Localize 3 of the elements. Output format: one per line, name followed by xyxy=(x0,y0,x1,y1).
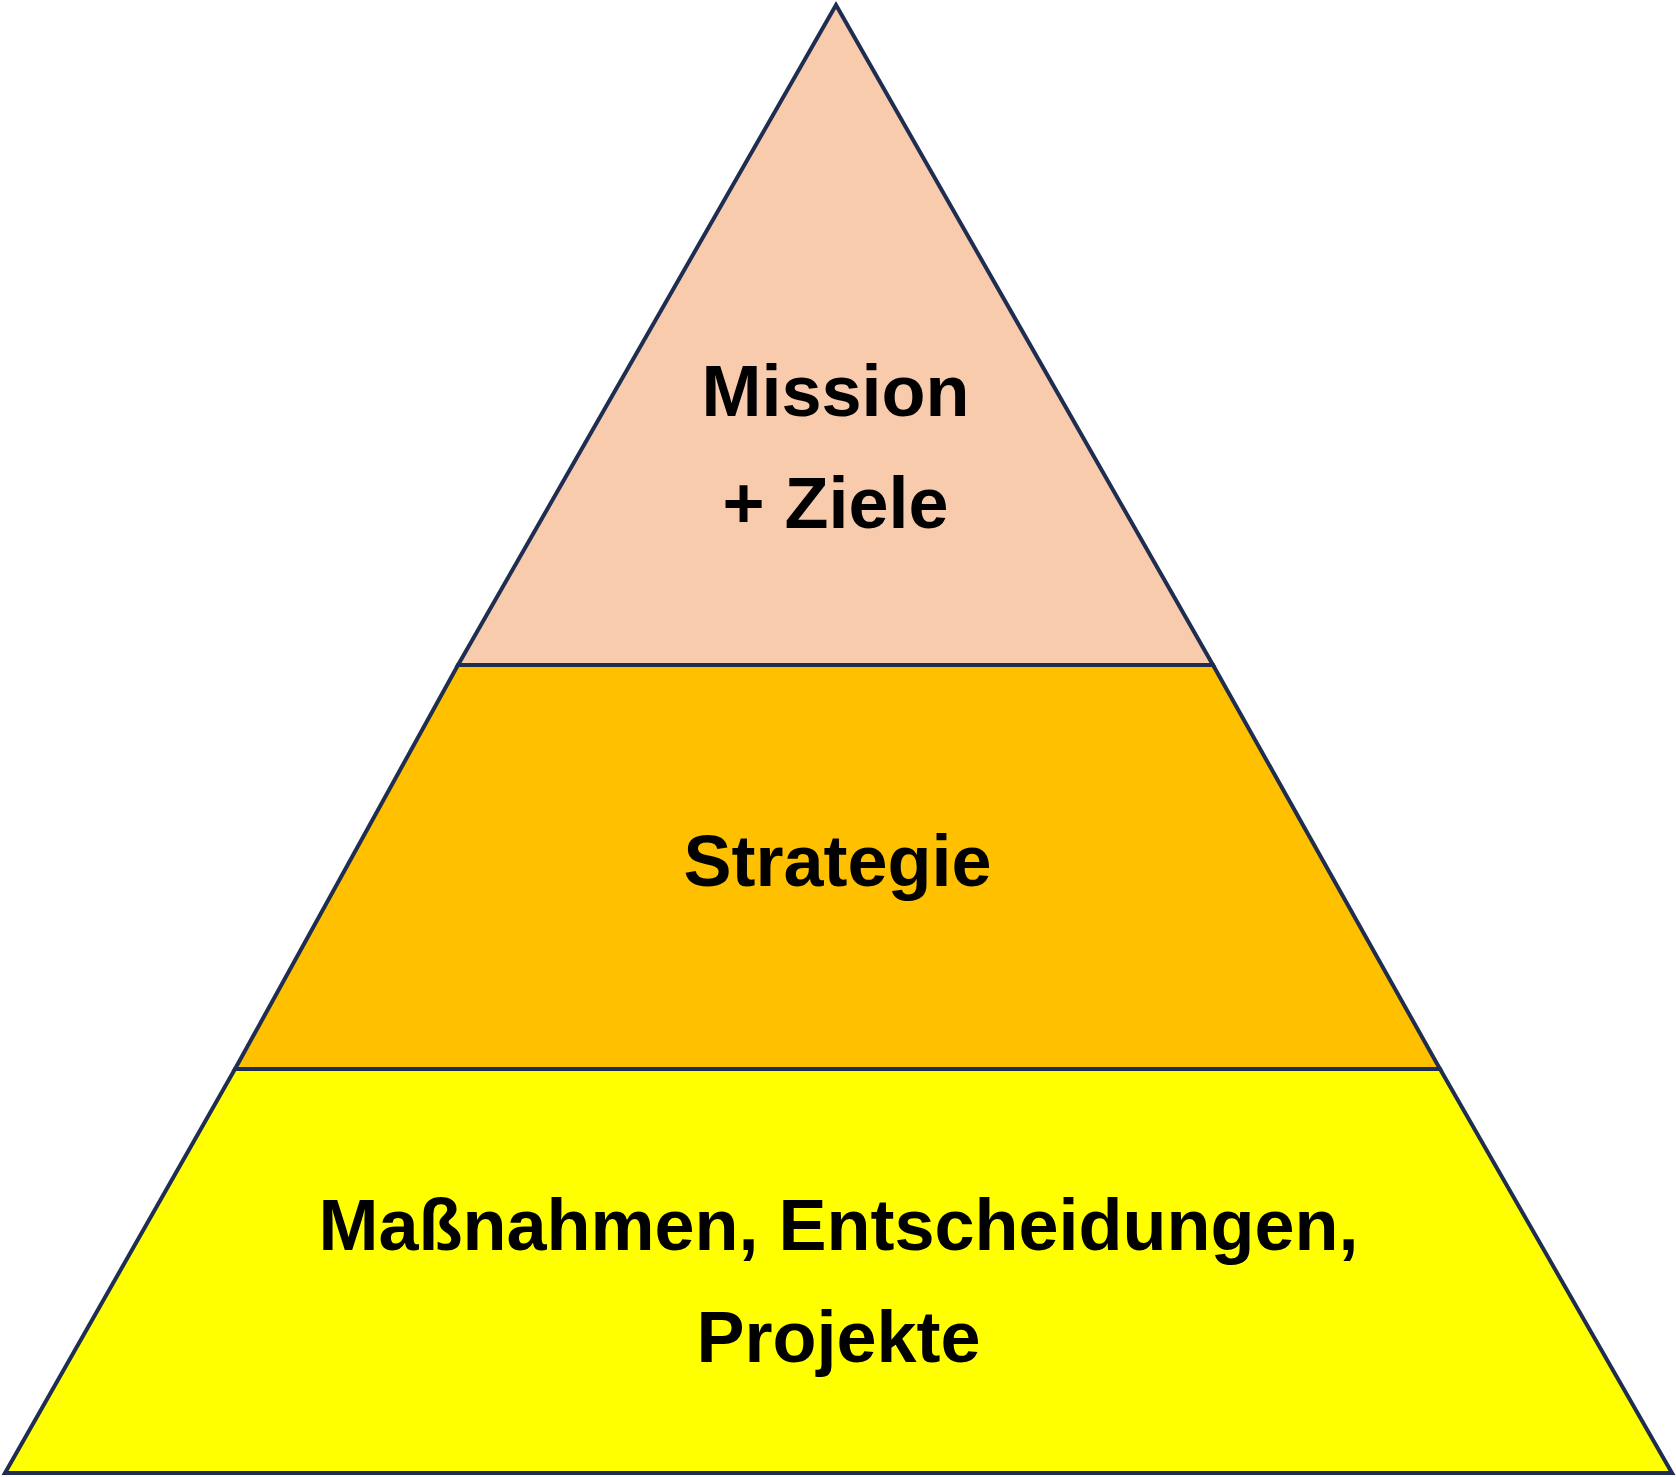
tier-label: Strategie xyxy=(682,820,993,903)
tier-label: Mission + Ziele xyxy=(700,350,971,545)
tier-label: Maßnahmen, Entscheidungen, Projekte xyxy=(317,1184,1360,1379)
